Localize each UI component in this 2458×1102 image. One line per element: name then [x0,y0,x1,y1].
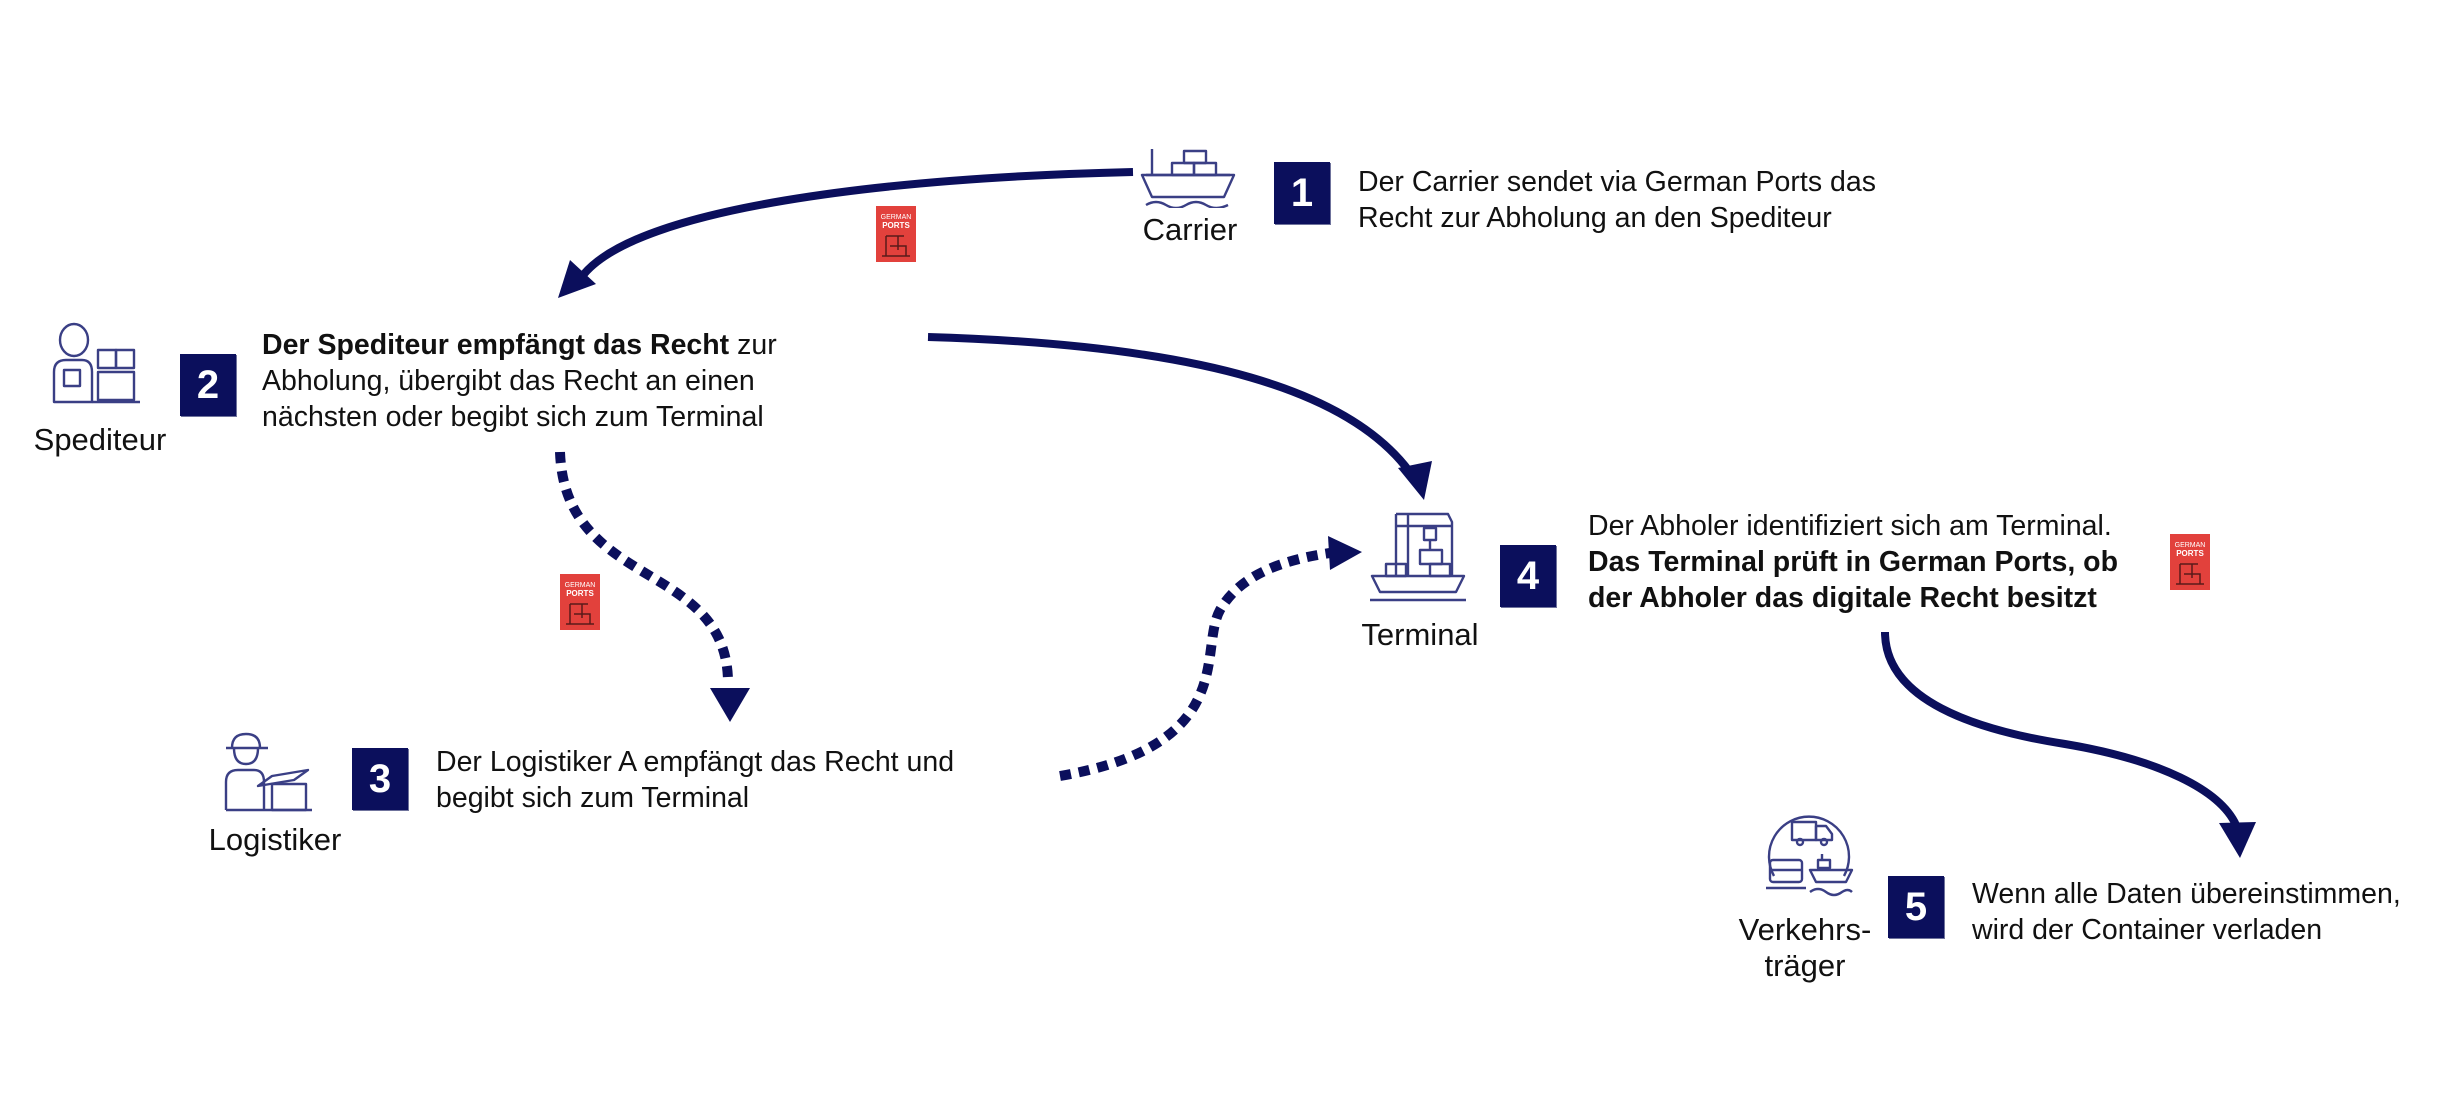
ship-icon [1140,149,1236,208]
step-badge-4: 4 [1500,545,1556,607]
svg-text:PORTS: PORTS [882,221,910,230]
actor-label-verkehrstraeger: Verkehrs- träger [1730,912,1880,984]
arrowhead-logistiker [710,688,750,722]
german-ports-logo: GERMAN PORTS [876,206,916,262]
step-5-line-1: Wenn alle Daten übereinstimmen, [1972,878,2401,910]
step-badge-2: 2 [180,354,236,416]
step-5-line-2: wird der Container verladen [1972,914,2323,946]
step-text-5: Wenn alle Daten übereinstimmen, wird der… [1972,876,2401,948]
step-text-3: Der Logistiker A empfängt das Recht und … [436,744,954,816]
step-3-line-1: Der Logistiker A empfängt das Recht und [436,746,955,778]
step-1-line-2: Recht zur Abholung an den Spediteur [1358,202,1832,234]
step-3-line-2: begibt sich zum Terminal [436,782,750,814]
container-crane-icon [1370,512,1466,602]
arrowhead-verkehrstraeger [2219,822,2256,858]
verkehrstraeger-line-1: Verkehrs- [1738,912,1872,947]
step-text-4: Der Abholer identifiziert sich am Termin… [1588,508,2118,616]
arrow-terminal-to-verkehrstraeger [1881,631,2240,827]
logistics-worker-icon [224,732,312,812]
step-1-line-1: Der Carrier sendet via German Ports das [1358,166,1876,198]
step-4-line-3: der Abholer das digitale Recht besitzt [1588,580,2118,616]
svg-text:GERMAN: GERMAN [2175,542,2206,549]
actor-label-spediteur: Spediteur [33,422,167,457]
step-4-line-2-bold: Das Terminal prüft in German Ports, ob [1588,546,2118,578]
actor-label-logistiker: Logistiker [208,822,342,857]
step-badge-1: 1 [1274,162,1330,224]
actor-label-carrier: Carrier [1142,212,1238,247]
step-2-line-1-rest: zur [729,329,777,361]
transport-modes-icon [1766,815,1854,897]
arrowhead-terminal-top [1398,461,1432,500]
arrow-logistiker-to-terminal-dotted [1059,548,1331,781]
actor-label-terminal: Terminal [1361,617,1479,652]
step-2-line-1: Der Spediteur empfängt das Recht zur [262,327,777,363]
step-2-line-3: nächsten oder begibt sich zum Terminal [262,401,764,433]
german-ports-logo: GERMAN PORTS [560,574,600,630]
step-text-2: Der Spediteur empfängt das Recht zur Abh… [262,327,777,435]
step-4-line-1: Der Abholer identifiziert sich am Termin… [1588,510,2112,542]
arrow-spediteur-to-logistiker-dotted [555,451,733,681]
svg-text:PORTS: PORTS [566,589,594,598]
arrowhead-terminal-side [1328,536,1362,570]
step-2-line-2: Abholung, übergibt das Recht an einen [262,365,755,397]
arrow-carrier-to-spediteur [580,168,1134,277]
svg-text:GERMAN: GERMAN [881,214,912,221]
verkehrstraeger-line-2: träger [1764,948,1846,983]
svg-text:GERMAN: GERMAN [565,582,596,589]
german-ports-logo: GERMAN PORTS [2170,534,2210,590]
step-badge-5: 5 [1888,876,1944,938]
step-text-1: Der Carrier sendet via German Ports das … [1358,164,1876,236]
svg-text:PORTS: PORTS [2176,549,2204,558]
step-2-line-1-bold: Der Spediteur empfängt das Recht [262,329,730,361]
step-badge-3: 3 [352,748,408,810]
step-4-line-2: Das Terminal prüft in German Ports, ob [1588,544,2118,580]
arrowhead-spediteur [558,260,596,298]
step-4-line-3-bold: der Abholer das digitale Recht besitzt [1588,582,2097,614]
arrow-spediteur-to-terminal [927,333,1418,481]
forwarder-icon [52,322,140,404]
